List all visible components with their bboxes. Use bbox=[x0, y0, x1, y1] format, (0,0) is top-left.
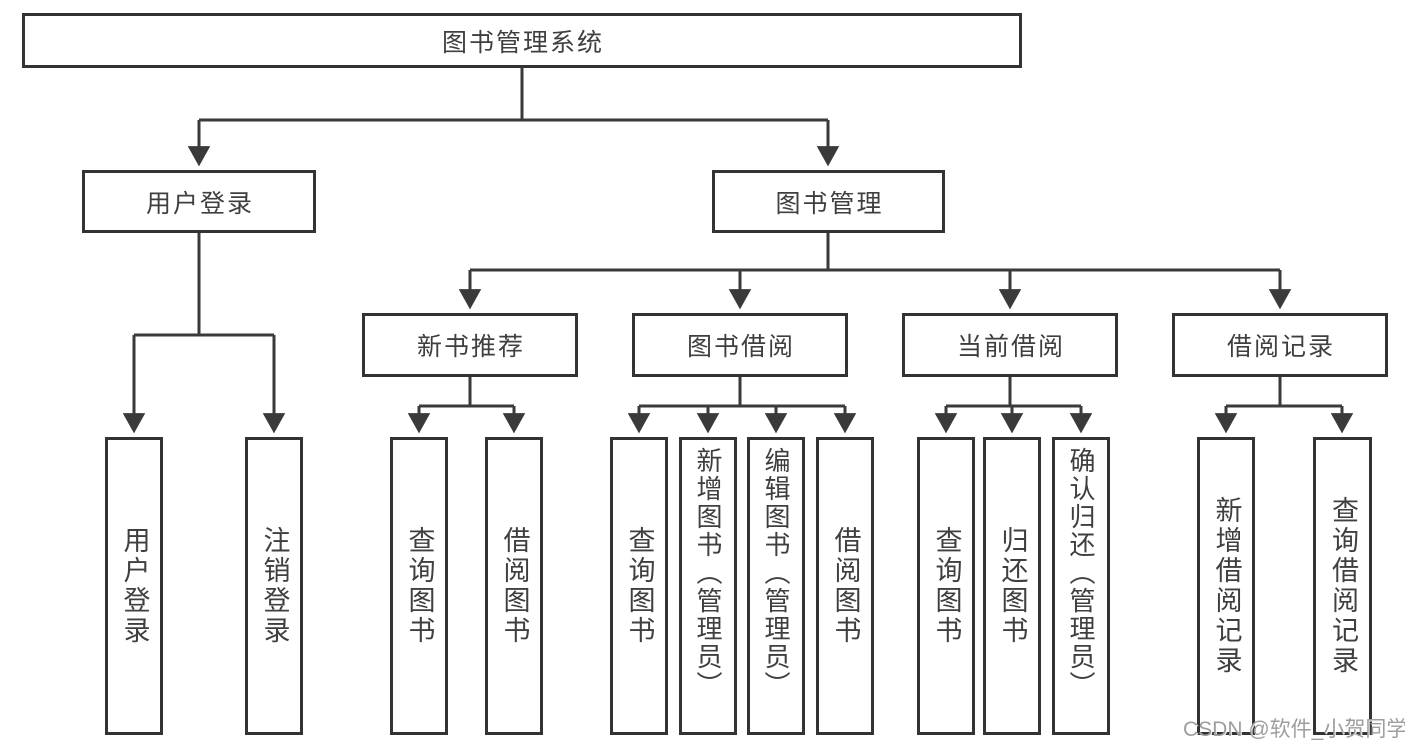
leaf-query-borrow-record: 查询借阅记录 bbox=[1313, 437, 1372, 735]
leaf-borrow-books: 借阅图书 bbox=[485, 437, 543, 735]
leaf-label: 查询借阅记录 bbox=[1328, 496, 1358, 676]
node-label: 借阅记录 bbox=[1226, 333, 1335, 361]
leaf-label: 新增图书（管理员） bbox=[693, 447, 723, 699]
leaf-confirm-return-admin: 确认归还（管理员） bbox=[1052, 437, 1110, 735]
leaf-label: 借阅图书 bbox=[499, 526, 530, 646]
leaf-query-books: 查询图书 bbox=[917, 437, 975, 735]
node-current-borrowing: 当前借阅 bbox=[902, 313, 1118, 377]
book-management-connector bbox=[470, 233, 1280, 272]
leaf-label: 编辑图书（管理员） bbox=[761, 447, 791, 699]
node-user-login: 用户登录 bbox=[82, 170, 316, 233]
leaf-label: 归还图书 bbox=[997, 526, 1028, 646]
node-label: 图书管理系统 bbox=[441, 28, 604, 57]
new-book-connector bbox=[419, 377, 514, 408]
leaf-label: 查询图书 bbox=[624, 526, 655, 646]
leaf-label: 用户登录 bbox=[119, 526, 150, 646]
node-borrowing-records: 借阅记录 bbox=[1172, 313, 1388, 377]
leaf-label: 查询图书 bbox=[931, 526, 962, 646]
current-borrow-connector bbox=[946, 377, 1081, 408]
leaf-return-books: 归还图书 bbox=[983, 437, 1041, 735]
leaf-add-books-admin: 新增图书（管理员） bbox=[679, 437, 737, 735]
node-library-management-system: 图书管理系统 bbox=[22, 13, 1022, 68]
book-borrow-connector bbox=[639, 377, 845, 408]
borrow-records-connector bbox=[1226, 377, 1342, 408]
leaf-label: 确认归还（管理员） bbox=[1066, 447, 1096, 699]
node-label: 当前借阅 bbox=[956, 333, 1065, 361]
node-label: 图书管理 bbox=[775, 189, 884, 218]
node-label: 图书借阅 bbox=[686, 333, 795, 361]
leaf-borrow-books: 借阅图书 bbox=[816, 437, 874, 735]
leaf-logout: 注销登录 bbox=[245, 437, 303, 735]
root-connector bbox=[199, 68, 828, 122]
leaf-add-borrow-record: 新增借阅记录 bbox=[1197, 437, 1255, 735]
leaf-label: 查询图书 bbox=[404, 526, 435, 646]
leaf-label: 借阅图书 bbox=[830, 526, 861, 646]
node-label: 新书推荐 bbox=[416, 333, 525, 361]
leaf-user-login: 用户登录 bbox=[105, 437, 163, 735]
node-new-book-recommendation: 新书推荐 bbox=[362, 313, 578, 377]
leaf-edit-books-admin: 编辑图书（管理员） bbox=[747, 437, 805, 735]
leaf-label: 注销登录 bbox=[259, 526, 290, 646]
leaf-query-books: 查询图书 bbox=[390, 437, 448, 735]
node-book-management: 图书管理 bbox=[712, 170, 945, 233]
leaf-query-books: 查询图书 bbox=[610, 437, 668, 735]
csdn-watermark: CSDN @软件_小贺同学 bbox=[1183, 718, 1405, 741]
leaf-label: 新增借阅记录 bbox=[1211, 496, 1242, 676]
user-login-connector bbox=[134, 233, 274, 337]
node-book-borrowing: 图书借阅 bbox=[632, 313, 848, 377]
node-label: 用户登录 bbox=[145, 189, 254, 218]
